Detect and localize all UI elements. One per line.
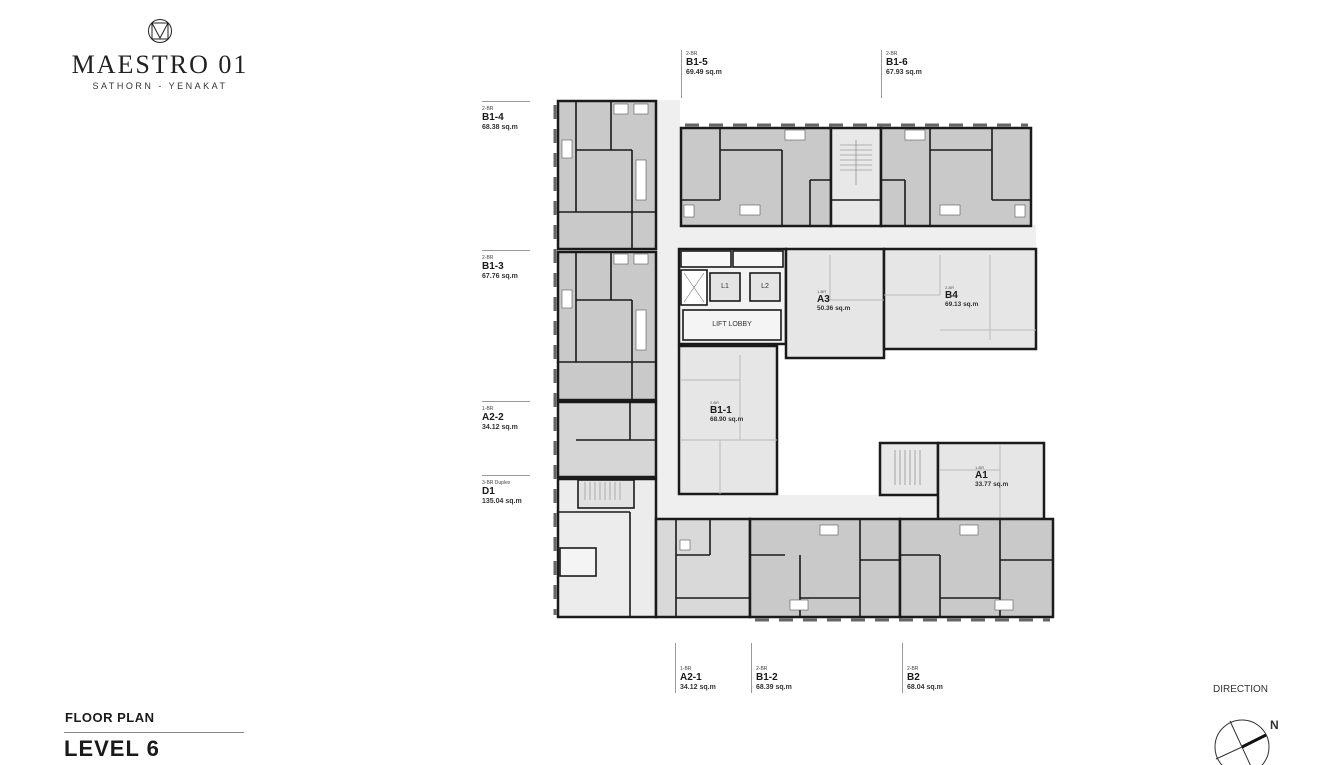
- south-wing: [654, 517, 1055, 619]
- unit-callout-b1-4: 2-BR B1-4 68.38 sq.m: [482, 106, 518, 131]
- unit-label-a1: 1-BR A1 33.77 sq.m: [975, 465, 1009, 488]
- unit-callout-a2-1: 1-BR A2-1 34.12 sq.m: [680, 666, 716, 691]
- unit-callout-b1-5: 2-BR B1-5 69.49 sq.m: [686, 51, 722, 76]
- brand-title: MAESTRO 01: [71, 50, 249, 79]
- unit-callout-b1-2: 2-BR B1-2 68.39 sq.m: [756, 666, 792, 691]
- unit-callout-b1-3: 2-BR B1-3 67.76 sq.m: [482, 255, 518, 280]
- units-a3-b4: [784, 247, 1038, 360]
- level-title: LEVEL 6: [64, 736, 160, 761]
- north-wing: [679, 126, 1033, 228]
- callout-line-a2-1: [675, 643, 676, 693]
- corridors: [656, 100, 1036, 600]
- west-wing: [556, 99, 658, 479]
- callout-line-b1-2: [751, 643, 752, 693]
- unit-callout-d1: 3-BR Duplex D1 135.04 sq.m: [482, 480, 522, 505]
- lift-l1-label: L1: [721, 283, 729, 290]
- m-monogram-icon: [148, 19, 172, 43]
- east-stair: [878, 441, 940, 497]
- callout-line-a2-2: [482, 401, 530, 402]
- brand-subtitle: SATHORN - YENAKAT: [92, 81, 228, 91]
- unit-callout-b2: 2-BR B2 68.04 sq.m: [907, 666, 943, 691]
- callout-line-b1-3: [482, 250, 530, 251]
- north-indicator: N: [1270, 718, 1279, 732]
- unit-label-b4: 2-BR B4 69.13 sq.m: [945, 285, 979, 308]
- callout-line-b1-5: [681, 50, 682, 98]
- unit-a1: [936, 441, 1046, 521]
- callout-line-d1: [482, 475, 530, 476]
- unit-callout-a2-2: 1-BR A2-2 34.12 sq.m: [482, 406, 518, 431]
- section-divider: [64, 732, 244, 733]
- lift-lobby-label: LIFT LOBBY: [712, 321, 752, 328]
- direction-label: DIRECTION: [1213, 684, 1268, 695]
- unit-b1-1: [677, 344, 779, 496]
- section-label: FLOOR PLAN: [65, 710, 155, 725]
- brand-logo: MAESTRO 01 SATHORN - YENAKAT: [60, 18, 260, 91]
- callout-line-b1-6: [881, 50, 882, 98]
- unit-label-a3: 1-BR A3 50.36 sq.m: [817, 289, 851, 312]
- unit-callout-b1-6: 2-BR B1-6 67.93 sq.m: [886, 51, 922, 76]
- callout-line-b2: [902, 643, 903, 693]
- unit-label-b1-1: 2-BR B1-1 68.90 sq.m: [710, 400, 744, 423]
- lift-l2-label: L2: [761, 283, 769, 290]
- callout-line-b1-4: [482, 101, 530, 102]
